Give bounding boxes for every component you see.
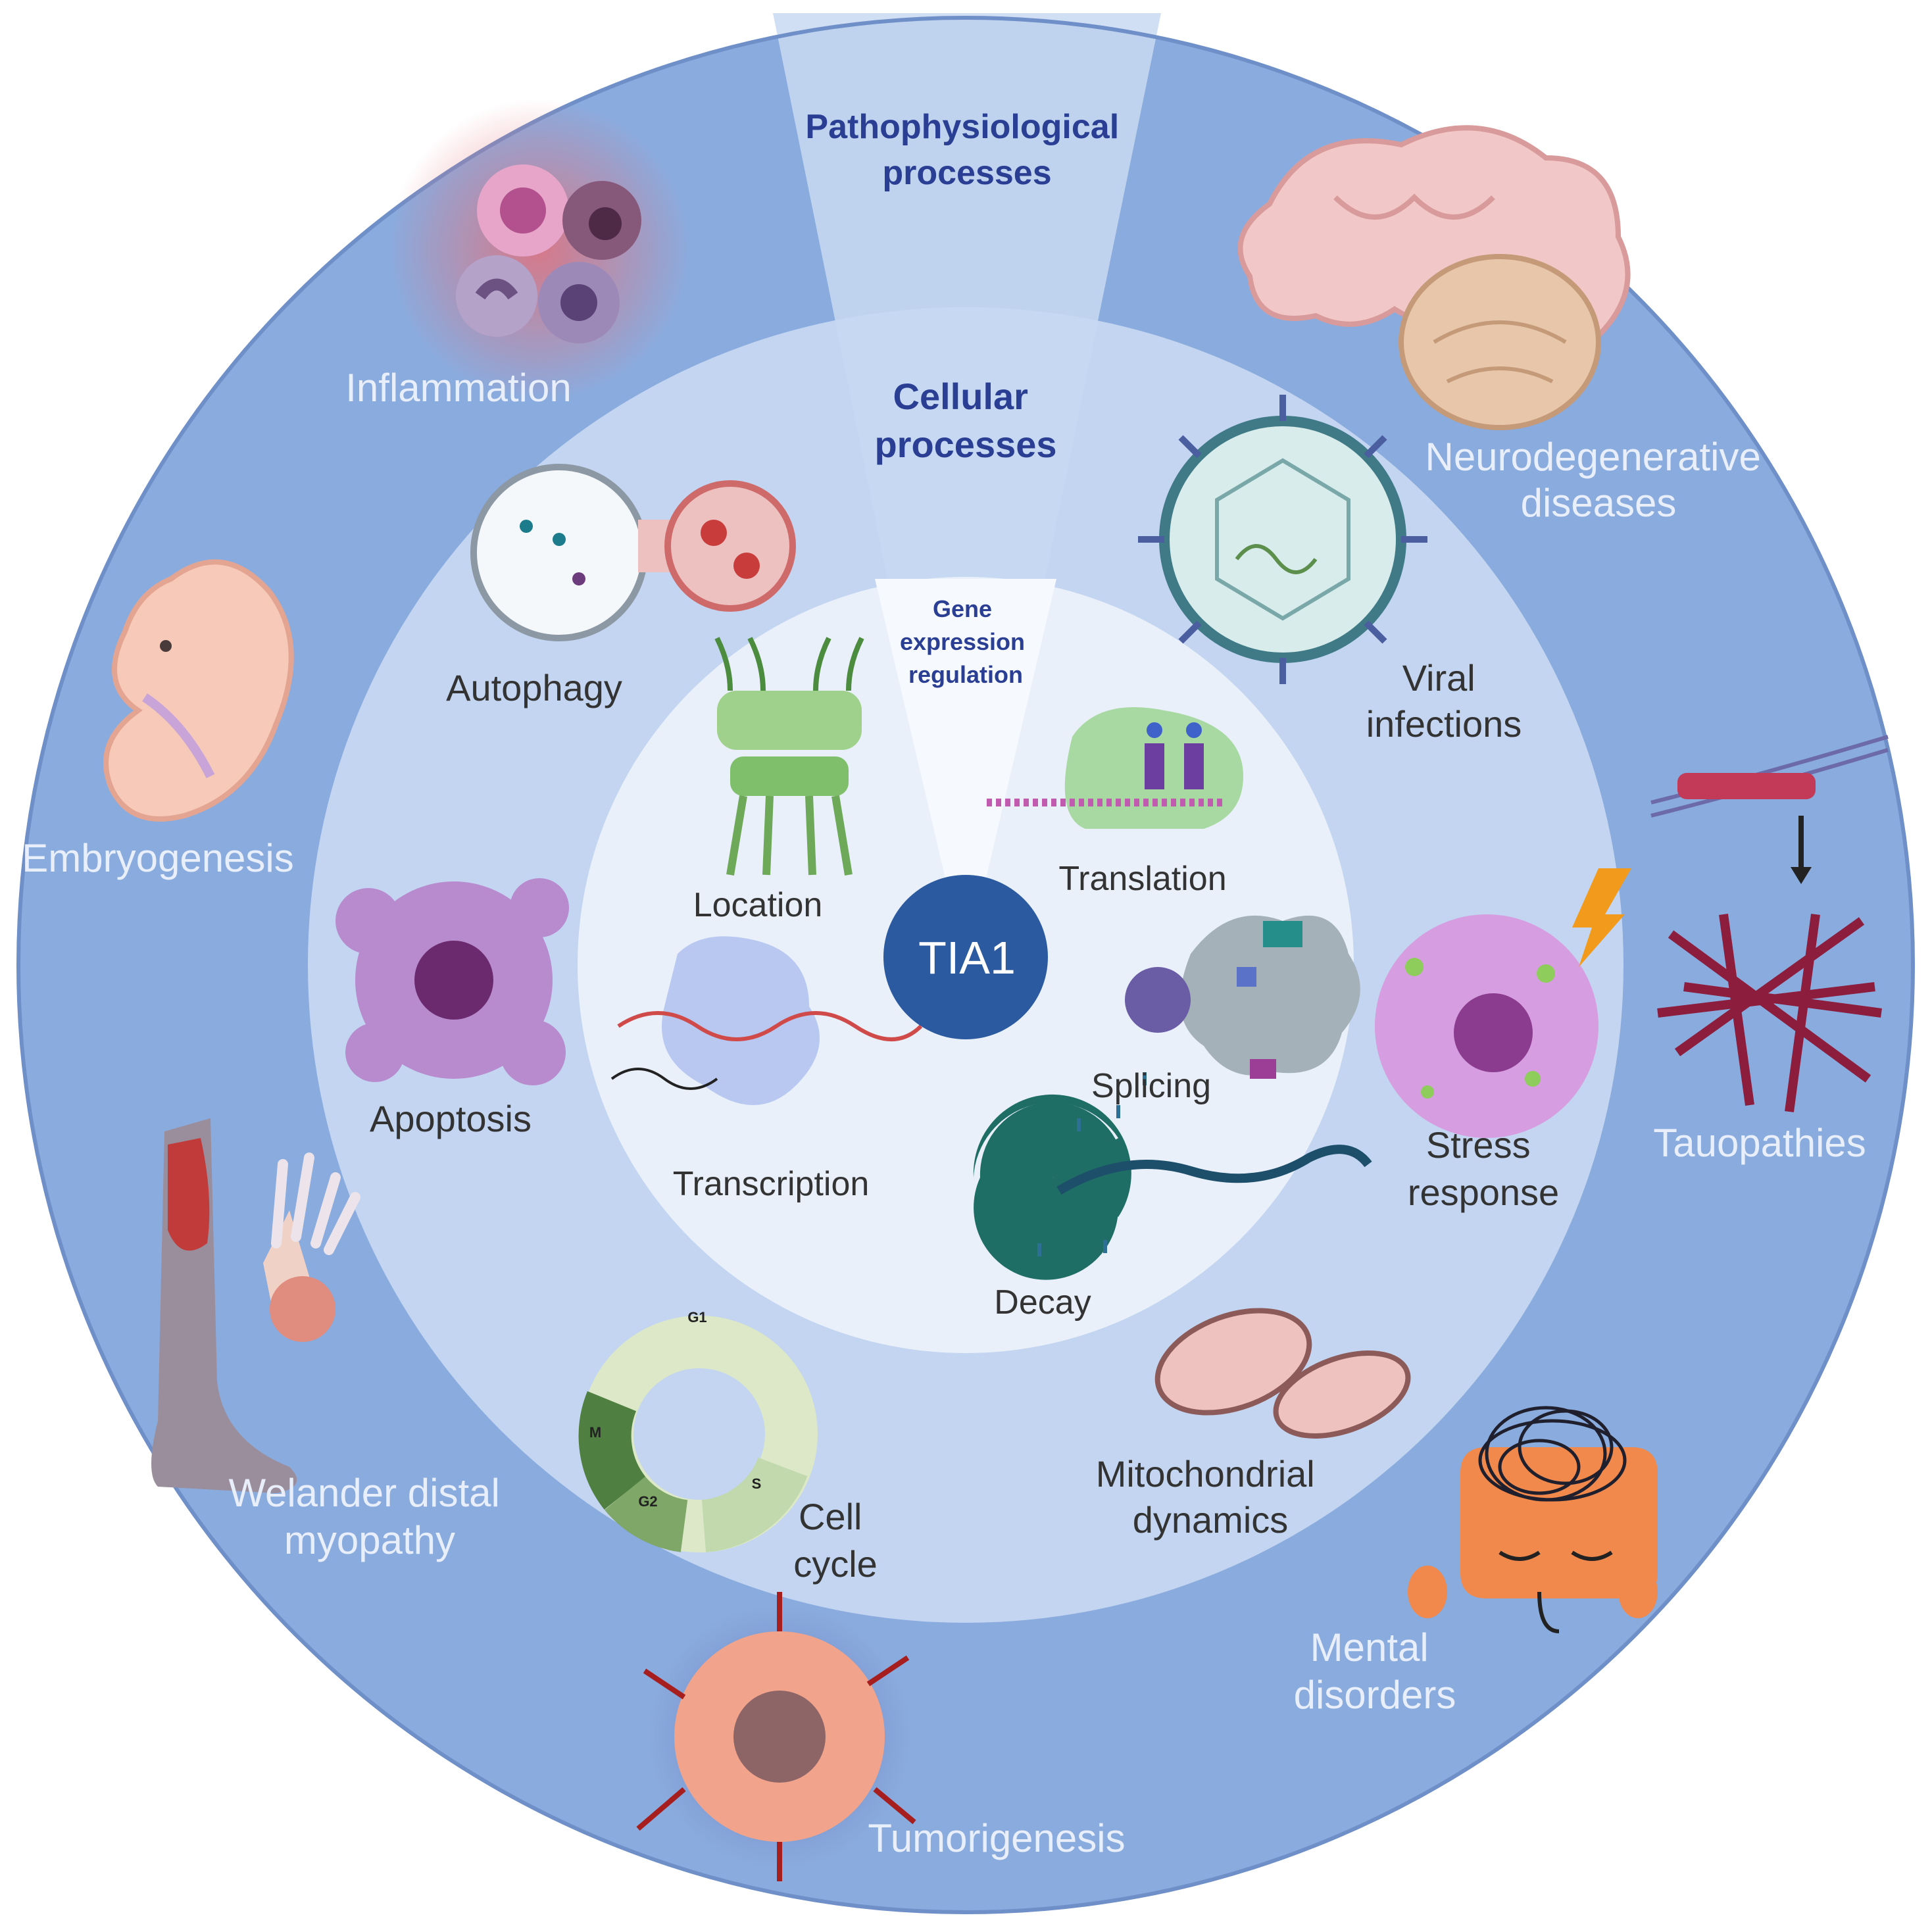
embryo-icon xyxy=(103,559,294,822)
label-translation: Translation xyxy=(1058,860,1226,898)
phase-g1: G1 xyxy=(687,1309,706,1325)
outer-ring-title: Pathophysiological processes xyxy=(805,108,1128,192)
apoptosis-icon xyxy=(335,878,569,1085)
middle-ring-title: Cellular processes xyxy=(874,376,1056,465)
label-apoptosis: Apoptosis xyxy=(370,1098,532,1139)
head-scribble-icon xyxy=(1408,1406,1658,1633)
inner-wedge xyxy=(875,579,1056,965)
phase-g2: G2 xyxy=(638,1493,657,1510)
stressed-cell-icon xyxy=(1375,868,1631,1138)
label-viral-infections: Viral infections xyxy=(1366,657,1522,745)
leg-muscle-icon xyxy=(151,1118,360,1493)
center-label: TIA1 xyxy=(918,932,1016,983)
ribosome-icon xyxy=(987,707,1243,829)
label-tumorigenesis: Tumorigenesis xyxy=(868,1816,1125,1860)
exonuclease-icon xyxy=(973,1072,1372,1280)
label-stress-response: Stress response xyxy=(1408,1124,1559,1213)
polymerase-icon xyxy=(610,936,923,1105)
outer-ring-edge xyxy=(16,16,1915,1914)
label-inflammation: Inflammation xyxy=(345,366,571,410)
label-embryogenesis: Embryogenesis xyxy=(22,836,294,880)
title-wedge xyxy=(773,13,1161,965)
tau-fibrils-icon xyxy=(1650,735,1889,1112)
label-location: Location xyxy=(693,886,823,924)
autophagy-icon xyxy=(470,464,796,641)
label-splicing: Splicing xyxy=(1091,1067,1211,1105)
label-neurodegenerative-diseases: Neurodegenerative diseases xyxy=(1425,435,1771,525)
label-transcription: Transcription xyxy=(673,1165,870,1203)
label-mental-disorders: Mental disorders xyxy=(1294,1625,1456,1717)
center-circle xyxy=(883,875,1048,1039)
label-welander-distal-myopathy: Welander distal myopathy xyxy=(228,1471,510,1562)
brain-icon xyxy=(1237,125,1631,430)
label-autophagy: Autophagy xyxy=(446,667,622,708)
label-tauopathies: Tauopathies xyxy=(1653,1121,1866,1165)
cell-cycle-icon xyxy=(578,1316,818,1552)
mitochondria-icon xyxy=(1154,1308,1411,1439)
inflammation-icon xyxy=(388,99,691,401)
phase-s: S xyxy=(752,1475,762,1492)
nuclear-pore-icon xyxy=(714,637,864,876)
spliceosome-icon xyxy=(1125,915,1360,1079)
label-cell-cycle: Cell cycle xyxy=(793,1496,878,1585)
tumor-icon xyxy=(636,1592,916,1881)
virus-icon xyxy=(1138,395,1427,684)
label-decay: Decay xyxy=(994,1283,1091,1322)
label-mitochondrial-dynamics: Mitochondrial dynamics xyxy=(1096,1453,1325,1541)
inner-disc-title: Gene expression regulation xyxy=(900,595,1031,688)
phase-m: M xyxy=(589,1424,601,1441)
